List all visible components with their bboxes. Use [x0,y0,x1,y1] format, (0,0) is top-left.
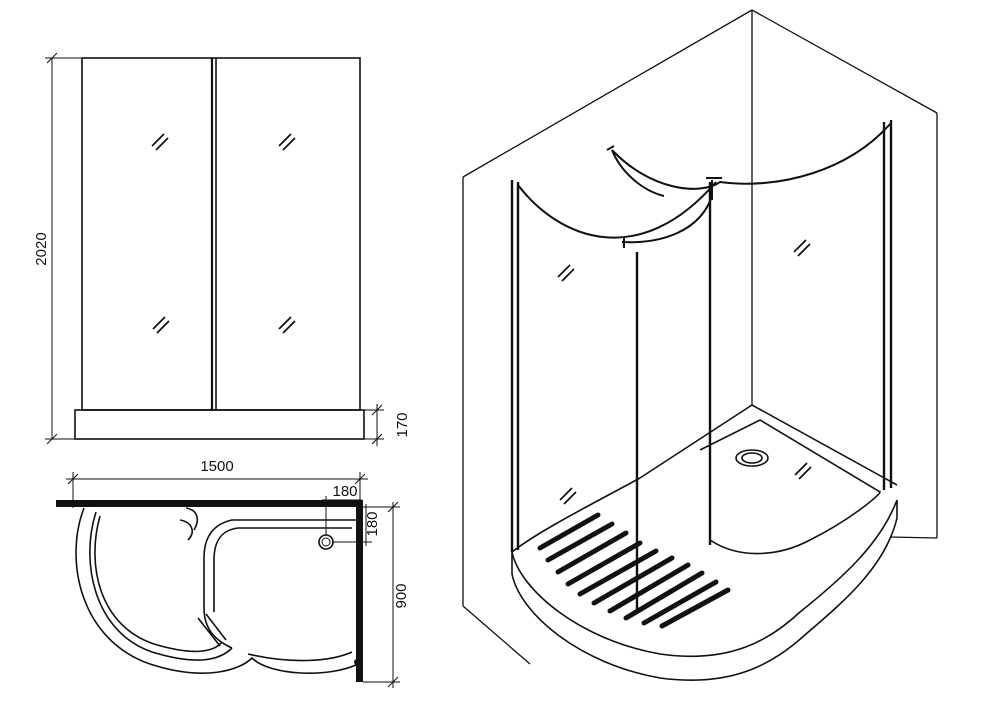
cabin-outer-frame [81,57,361,411]
tray-perspective [511,404,898,681]
depth-dimension [363,501,400,688]
glass-marker-icon [278,133,296,151]
tray-height-dimension-label: 170 [394,412,411,437]
glass-marker-icon [793,239,811,257]
glass-marker-icon [151,133,169,151]
height-dimension-label: 2020 [33,232,50,265]
glass-marker-icon [278,316,296,334]
glass-marker-icons [151,133,296,334]
width-dimension-label: 1500 [200,458,233,475]
front-elevation-view: 2020 170 [33,52,411,446]
height-dimension [45,52,82,445]
depth-dimension-label: 900 [393,583,410,608]
drain-offset-y-label: 180 [364,511,381,536]
cabin-frame [510,120,893,610]
glass-marker-icon [559,487,577,505]
corner-knob [354,659,360,665]
tray-grate [537,512,731,629]
room-walls [462,9,938,665]
tray-front-panel [74,409,365,440]
tray-plan-outline [75,507,359,674]
tray-height-dimension [364,404,384,446]
drain-offset-x-dimension [322,496,362,535]
glass-marker-icon [794,462,812,480]
perspective-view [462,9,938,681]
wall-hatching [56,500,363,682]
plan-view: 1500 180 [56,458,410,688]
drain-circle [318,534,334,550]
drain-offset-x-label: 180 [332,483,357,500]
drain-circle-inner [321,537,331,547]
glass-marker-icon [152,316,170,334]
top-arcs [517,123,891,248]
glass-marker-icon [557,264,575,282]
glass-marker-icons-perspective [557,239,812,505]
